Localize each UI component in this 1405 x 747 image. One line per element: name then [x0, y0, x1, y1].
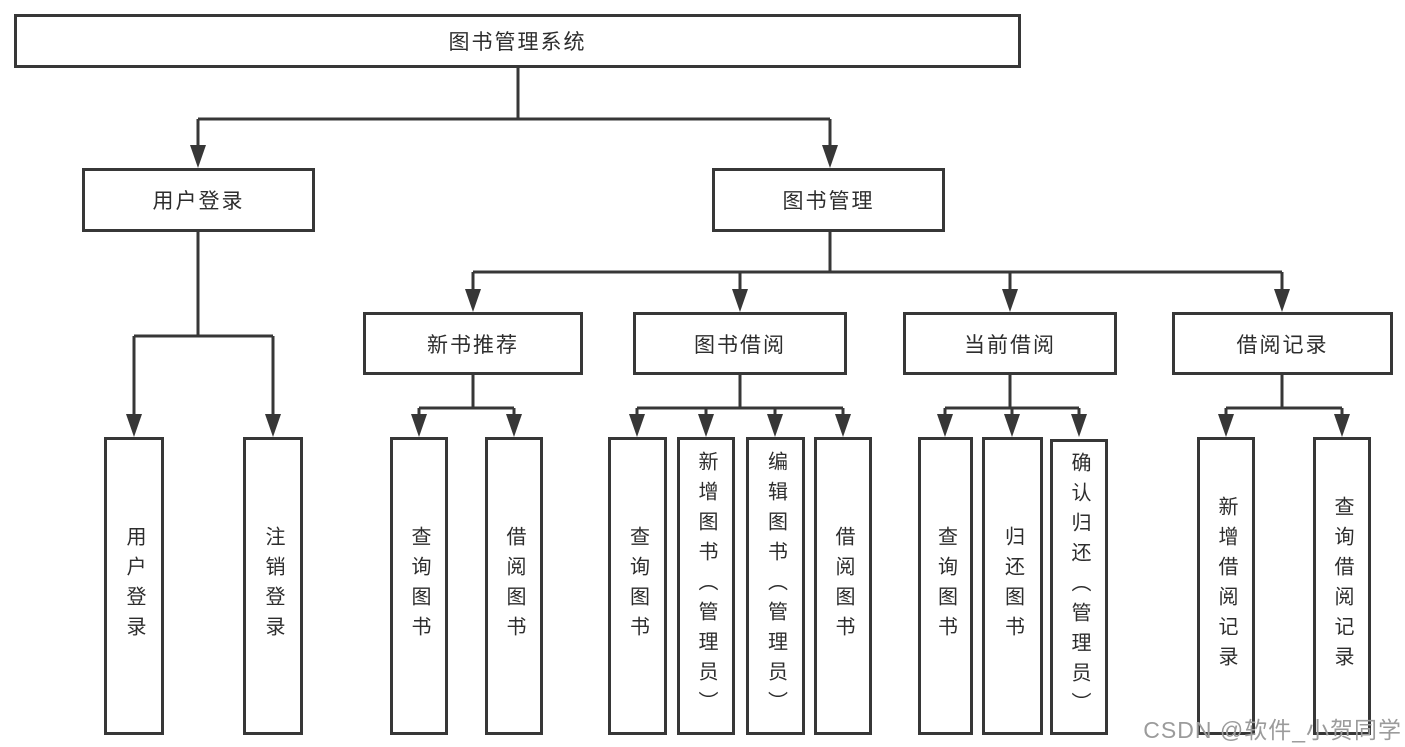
node-current-borrow-label: 当前借阅 — [964, 333, 1056, 357]
node-user-login-label: 用户登录 — [152, 190, 245, 213]
leaf-borrow-book-1: 借阅图书 — [485, 437, 543, 735]
leaf-borrow-book-2: 借阅图书 — [814, 437, 872, 735]
leaf-query-book-3: 查询图书 — [918, 437, 973, 735]
node-borrow-record: 借阅记录 — [1172, 312, 1393, 375]
node-new-book-recommend-label: 新书推荐 — [427, 333, 519, 357]
node-book-borrow-label: 图书借阅 — [694, 333, 786, 357]
leaf-edit-book-admin: 编辑图书（管理员） — [746, 437, 805, 735]
arrowheads — [126, 145, 1350, 437]
leaf-borrow-book-1-label: 借阅图书 — [503, 526, 525, 646]
leaf-borrow-book-2-label: 借阅图书 — [832, 526, 854, 646]
leaf-add-borrow-record: 新增借阅记录 — [1197, 437, 1255, 735]
leaf-confirm-return-admin: 确认归还（管理员） — [1050, 439, 1108, 735]
leaf-logout-label: 注销登录 — [262, 526, 284, 646]
leaf-user-login: 用户登录 — [104, 437, 164, 735]
leaf-return-book-label: 归还图书 — [1001, 526, 1024, 646]
node-library-system: 图书管理系统 — [14, 14, 1021, 68]
leaf-user-login-label: 用户登录 — [123, 526, 145, 646]
leaf-query-book-1-label: 查询图书 — [408, 526, 430, 646]
leaf-add-book-admin-label: 新增图书（管理员） — [695, 451, 717, 721]
node-book-management-label: 图书管理 — [782, 190, 875, 213]
csdn-watermark: CSDN @软件_小贺同学 — [1143, 717, 1402, 743]
leaf-add-book-admin: 新增图书（管理员） — [677, 437, 735, 735]
node-new-book-recommend: 新书推荐 — [363, 312, 583, 375]
leaf-query-book-2-label: 查询图书 — [626, 526, 649, 646]
leaf-confirm-return-admin-label: 确认归还（管理员） — [1068, 452, 1090, 722]
leaf-return-book: 归还图书 — [982, 437, 1043, 735]
leaf-logout: 注销登录 — [243, 437, 303, 735]
node-book-borrow: 图书借阅 — [633, 312, 847, 375]
node-library-system-label: 图书管理系统 — [448, 31, 587, 54]
leaf-query-borrow-record-label: 查询借阅记录 — [1331, 496, 1353, 676]
leaf-query-book-3-label: 查询图书 — [934, 526, 957, 646]
leaf-edit-book-admin-label: 编辑图书（管理员） — [764, 451, 787, 721]
node-current-borrow: 当前借阅 — [903, 312, 1117, 375]
leaf-query-book-2: 查询图书 — [608, 437, 667, 735]
node-borrow-record-label: 借阅记录 — [1236, 333, 1329, 357]
leaf-add-borrow-record-label: 新增借阅记录 — [1215, 496, 1237, 676]
leaf-query-borrow-record: 查询借阅记录 — [1313, 437, 1371, 735]
node-book-management: 图书管理 — [712, 168, 945, 232]
node-user-login: 用户登录 — [82, 168, 315, 232]
leaf-query-book-1: 查询图书 — [390, 437, 448, 735]
